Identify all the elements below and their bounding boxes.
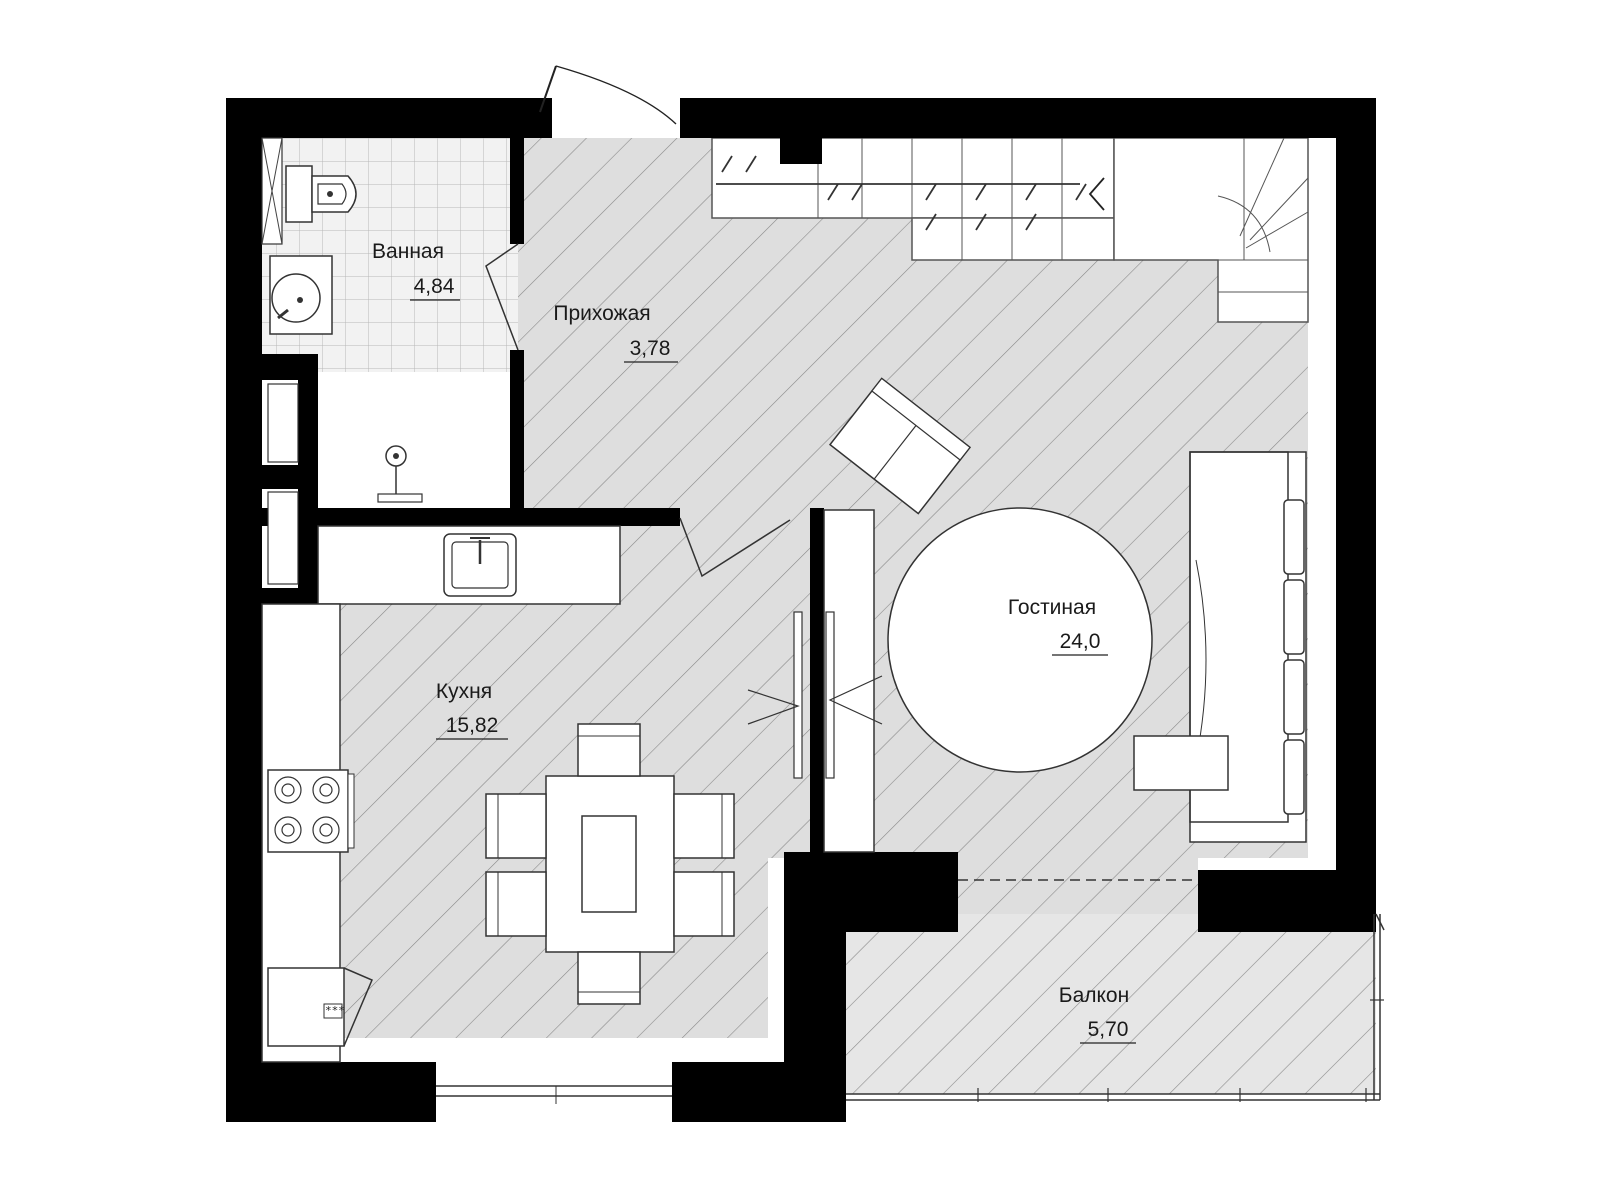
- fridge: ***: [267, 967, 373, 1047]
- hallway-area: 3,78: [630, 337, 671, 360]
- balcony-railing-posts: [977, 999, 1384, 1102]
- chair: [577, 723, 641, 777]
- stove: [267, 769, 355, 853]
- balcony-opening-floor: [958, 858, 1198, 914]
- hallway-to-kitchen-floor: [604, 516, 790, 604]
- kitchen-area: 15,82: [446, 714, 499, 737]
- stairs-direction-arrow: [1088, 177, 1105, 211]
- kitchen-sink: [443, 533, 517, 597]
- kitchen-label: Кухня 15,82: [436, 680, 508, 740]
- wall-right: [1336, 98, 1376, 930]
- kitchen-door[interactable]: [679, 517, 791, 578]
- chair: [673, 871, 735, 937]
- wall-bath-hall: [510, 138, 524, 244]
- toilet: [285, 165, 357, 223]
- staircase: [711, 137, 1309, 323]
- stair-break-marks: [716, 155, 1087, 231]
- wall-balcony-right: [1198, 870, 1376, 932]
- wall-balcony-left: [820, 852, 958, 932]
- balcony-label: Балкон 5,70: [1059, 984, 1136, 1044]
- wall-hall-lower: [510, 350, 524, 516]
- round-rug: [887, 507, 1153, 773]
- stairs-upper-flight: [711, 137, 1115, 219]
- balcony-name: Балкон: [1059, 984, 1129, 1007]
- closet-floor: [318, 378, 518, 510]
- chair: [485, 871, 547, 937]
- window-left-1: [267, 383, 299, 463]
- kitchen-counter-top: [317, 525, 621, 605]
- wall-top-right: [680, 98, 1376, 138]
- armchair: [828, 377, 972, 515]
- hallway-floor: [518, 138, 668, 516]
- window-left-2: [267, 491, 299, 585]
- sliding-partition: [747, 509, 883, 853]
- chair: [485, 793, 547, 859]
- chair: [673, 793, 735, 859]
- hallway-label: Прихожая 3,78: [553, 302, 678, 363]
- wall-top-left: [226, 98, 552, 138]
- stair-treads: [817, 137, 1309, 293]
- wall-partition: [810, 508, 824, 852]
- room-labels: Ванная 4,84 Прихожая 3,78 Гостиная 24,0 …: [372, 240, 1136, 1044]
- fridge-marking: ***: [325, 1004, 345, 1017]
- wall-closet-kitchen: [262, 508, 680, 526]
- window-bath-cross: [261, 137, 283, 245]
- washbasin: [269, 255, 333, 335]
- wall-left: [226, 98, 262, 1122]
- walls: [226, 98, 1376, 1122]
- balcony-area: 5,70: [1088, 1018, 1129, 1041]
- wall-bottom-left: [226, 1062, 436, 1122]
- balcony-railing: [846, 879, 1385, 1101]
- dining-set: [485, 723, 735, 1005]
- stairs-lower-flight: [911, 217, 1115, 261]
- kitchen-name: Кухня: [436, 680, 492, 703]
- living-name: Гостиная: [1008, 596, 1096, 619]
- bathroom-area: 4,84: [414, 275, 455, 298]
- entrance-door[interactable]: [539, 65, 680, 138]
- water-heater: [377, 445, 423, 503]
- hallway-name: Прихожая: [553, 302, 650, 325]
- kitchen-window: [436, 1062, 672, 1122]
- wall-left-pier: [298, 354, 318, 630]
- stair-post: [780, 138, 822, 164]
- bathroom-name: Ванная: [372, 240, 444, 263]
- bathroom-door[interactable]: [485, 243, 519, 351]
- chair: [577, 951, 641, 1005]
- bathroom-label: Ванная 4,84: [372, 240, 460, 301]
- balcony-floor: [846, 914, 1376, 1094]
- living-label: Гостиная 24,0: [1008, 596, 1108, 656]
- coffee-table: [1133, 735, 1229, 791]
- living-area: 24,0: [1060, 630, 1101, 653]
